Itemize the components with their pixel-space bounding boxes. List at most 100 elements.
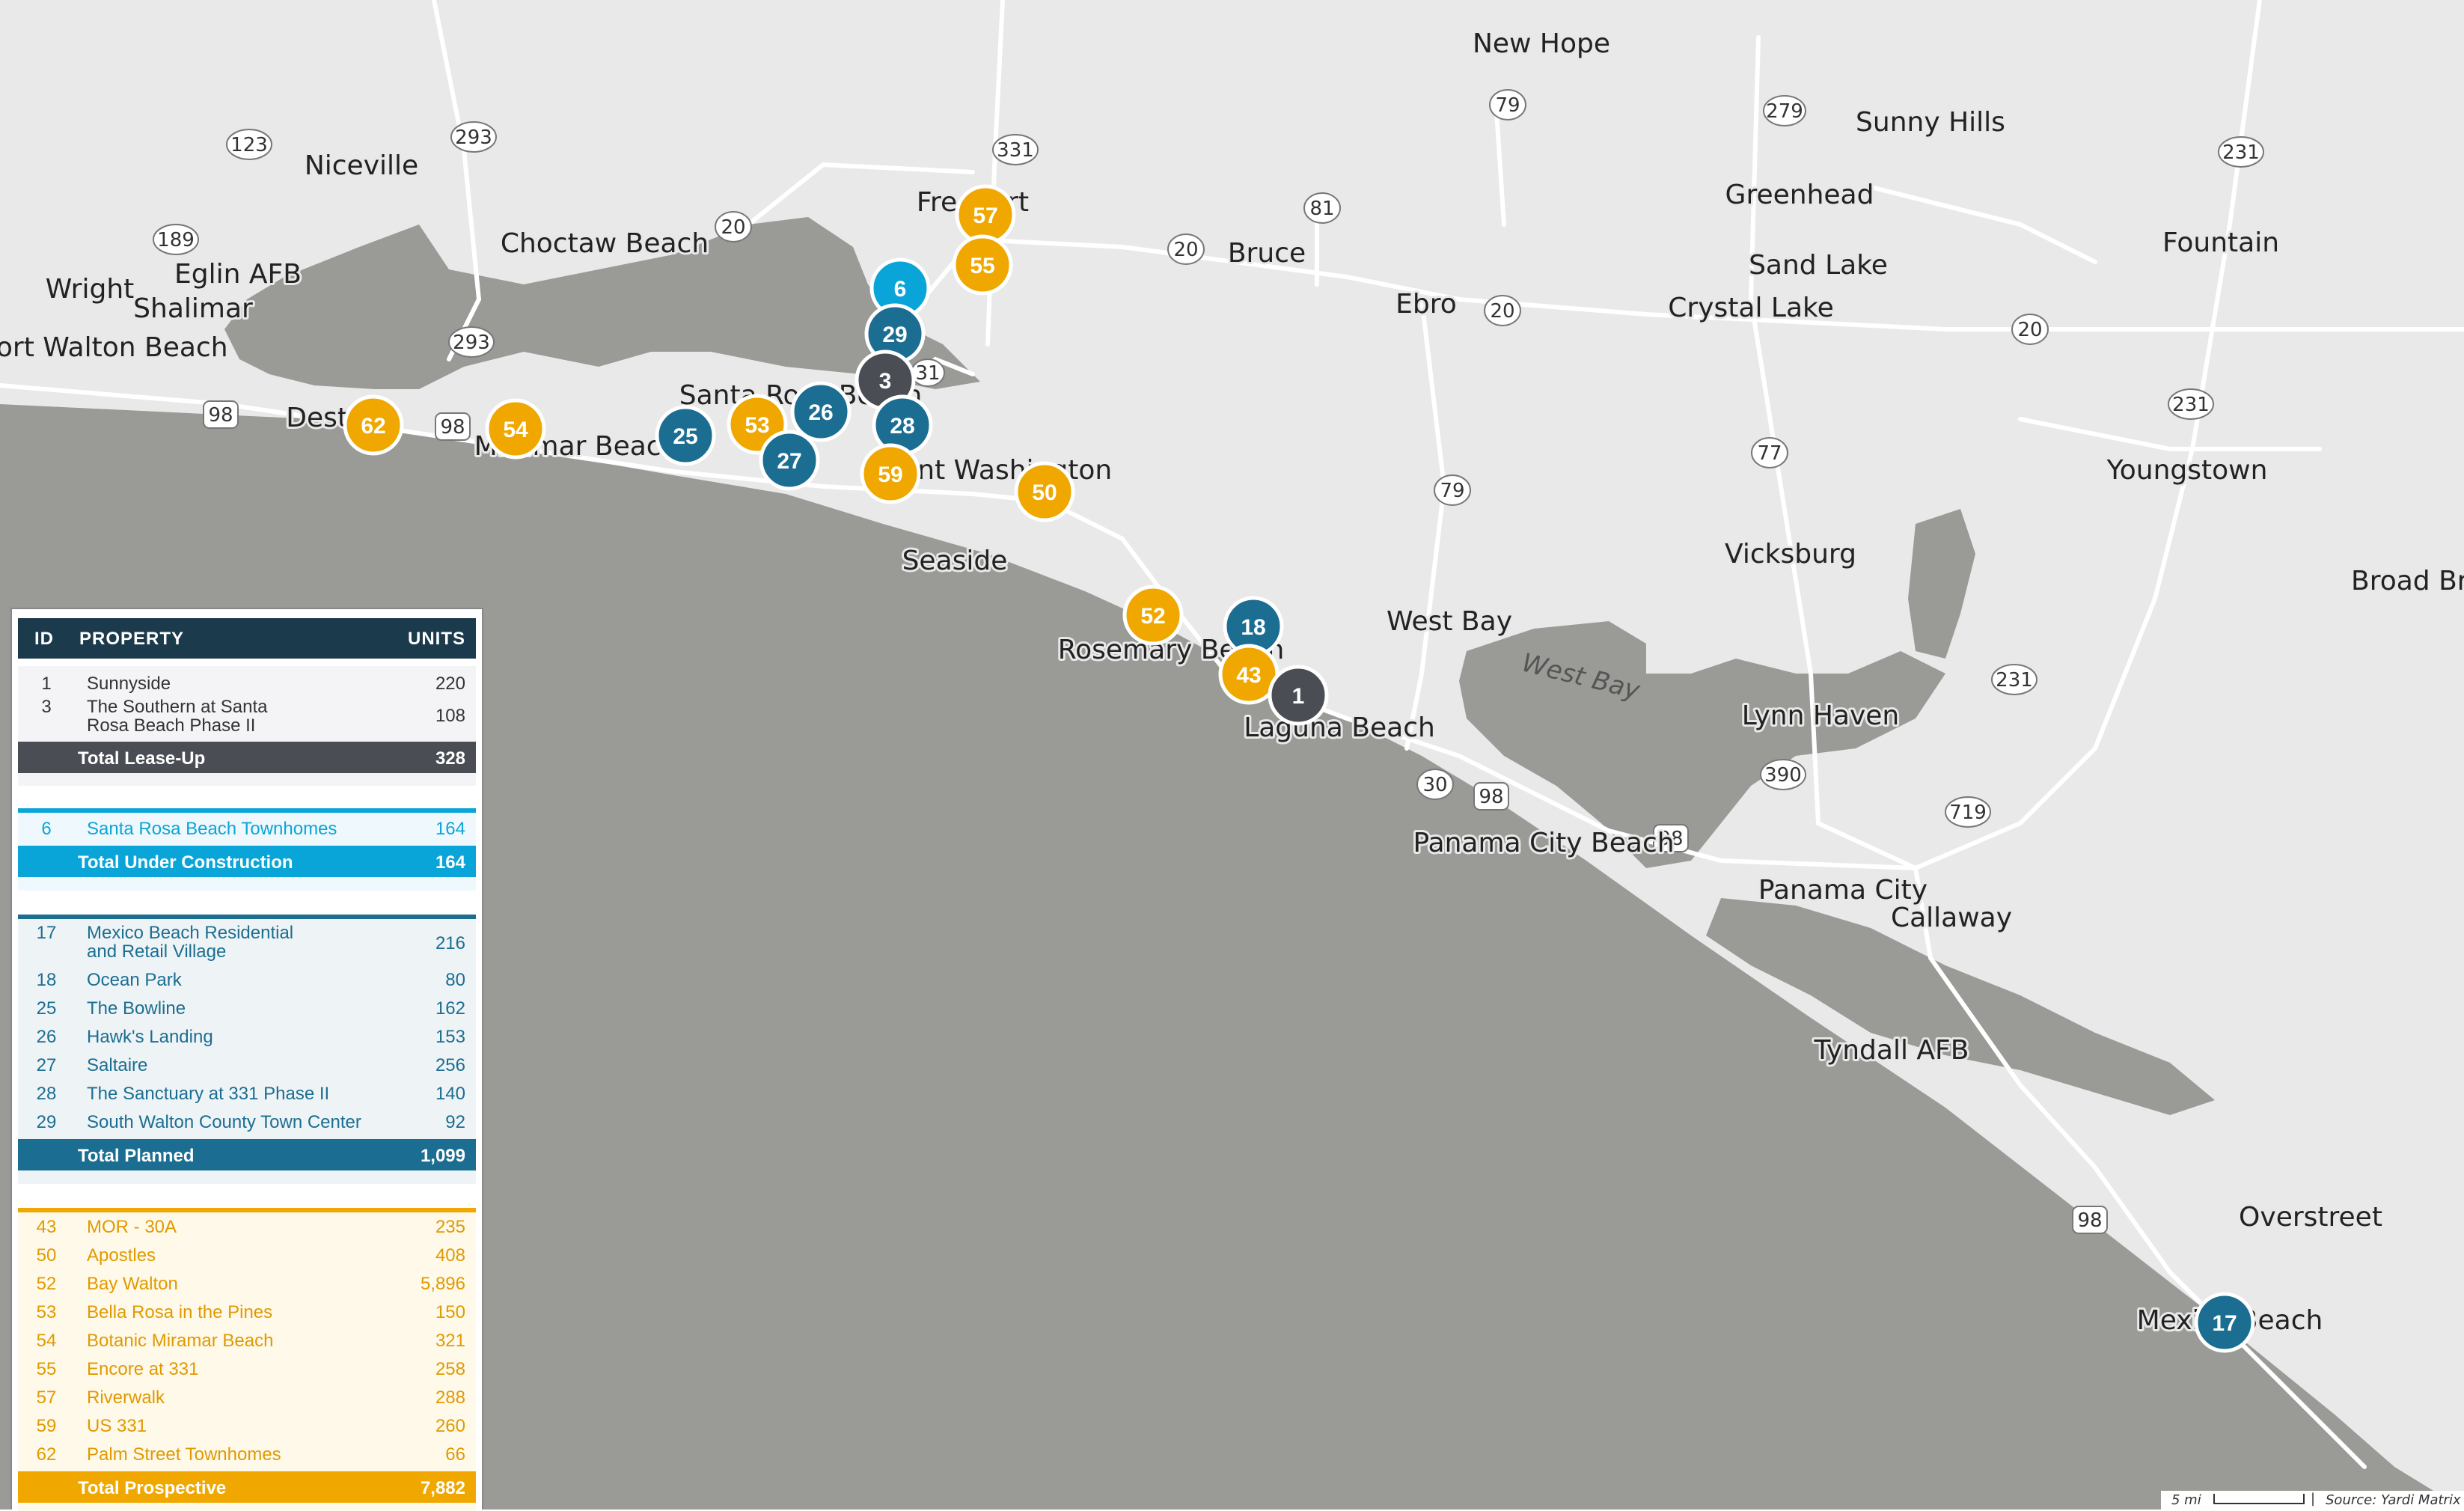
place-label: Broad Br — [2351, 566, 2464, 596]
pin-label: 6 — [894, 277, 907, 302]
svg-text:98: 98 — [1479, 786, 1503, 808]
property-pin-50[interactable]: 50 — [1014, 461, 1075, 522]
pin-marker[interactable] — [790, 381, 852, 442]
row-units: 164 — [435, 819, 465, 839]
property-pin-55[interactable]: 55 — [952, 234, 1013, 296]
pin-marker[interactable] — [655, 405, 716, 466]
property-pin-29[interactable]: 29 — [864, 303, 926, 364]
pin-marker[interactable] — [1122, 584, 1184, 646]
total-label: Total Lease-Up — [78, 748, 206, 769]
svg-text:20: 20 — [721, 216, 745, 239]
pin-marker[interactable] — [952, 234, 1013, 296]
highway-shield: 77 — [1751, 437, 1788, 468]
svg-text:293: 293 — [455, 126, 492, 149]
total-row: Total Prospective 7,882 — [18, 1471, 476, 1503]
property-pin-3[interactable]: 3 — [855, 349, 916, 411]
svg-text:77: 77 — [1757, 442, 1782, 465]
section-under-construction: 6 Santa Rosa Beach Townhomes 164 Total U… — [18, 808, 476, 891]
highway-shield: 189 — [153, 224, 199, 255]
row-name: US 331 — [87, 1416, 147, 1436]
row-units: 256 — [435, 1055, 465, 1075]
row-name: Riverwalk — [87, 1388, 165, 1408]
place-label: Crystal Lake — [1668, 293, 1833, 323]
total-row: Total Under Construction 164 — [18, 846, 476, 877]
highway-shield: 231 — [2218, 136, 2264, 168]
property-pin-57[interactable]: 57 — [955, 184, 1016, 245]
row-name: Botanic Miramar Beach — [87, 1331, 274, 1351]
scale-bar: 5 mi | Source: Yardi Matrix — [2161, 1491, 2464, 1510]
property-pin-28[interactable]: 28 — [872, 394, 933, 456]
row-id: 17 — [36, 923, 57, 943]
svg-text:331: 331 — [997, 139, 1034, 162]
place-label: New Hope — [1473, 28, 1610, 59]
svg-text:98: 98 — [208, 404, 233, 427]
total-value: 7,882 — [420, 1478, 465, 1498]
pin-label: 29 — [882, 323, 907, 347]
highway-shield: 231 — [2168, 388, 2214, 420]
svg-text:30: 30 — [1422, 774, 1447, 796]
place-label: Sunny Hills — [1856, 107, 2005, 138]
highway-shield: 20 — [2011, 314, 2049, 345]
property-pin-43[interactable]: 43 — [1218, 644, 1280, 705]
pin-marker[interactable] — [485, 398, 546, 460]
property-pin-62[interactable]: 62 — [343, 394, 404, 456]
place-label: Lynn Haven — [1742, 700, 1900, 731]
total-label: Total Under Construction — [78, 852, 293, 873]
pin-label: 28 — [890, 414, 914, 439]
total-row: Total Planned 1,099 — [18, 1139, 476, 1170]
section-lease-up: 1 Sunnyside 220 3 The Southern at Santa … — [18, 666, 476, 786]
pin-marker[interactable] — [343, 394, 404, 456]
pin-marker[interactable] — [759, 430, 820, 491]
property-pin-27[interactable]: 27 — [759, 430, 820, 491]
pin-marker[interactable] — [2194, 1292, 2255, 1353]
row-units: 288 — [435, 1388, 465, 1408]
pin-label: 27 — [777, 449, 801, 474]
header-id: ID — [34, 629, 54, 649]
row-units: 162 — [435, 998, 465, 1019]
highway-shield: 31 — [911, 358, 945, 387]
place-label: Tyndall AFB — [1814, 1035, 1969, 1066]
row-units: 66 — [445, 1444, 465, 1465]
total-value: 328 — [435, 748, 465, 769]
property-pin-52[interactable]: 52 — [1122, 584, 1184, 646]
svg-text:20: 20 — [2017, 319, 2042, 341]
row-id: 57 — [36, 1388, 57, 1408]
property-pin-59[interactable]: 59 — [860, 443, 921, 504]
highway-shield: 279 — [1763, 95, 1806, 126]
section-bar — [18, 1208, 476, 1212]
property-pin-1[interactable]: 1 — [1268, 665, 1329, 726]
place-label: Shalimar — [133, 293, 253, 324]
svg-text:123: 123 — [230, 134, 268, 156]
total-label: Total Prospective — [78, 1478, 227, 1498]
row-id: 54 — [36, 1331, 57, 1351]
highway-shield: 331 — [992, 134, 1039, 165]
pin-label: 54 — [503, 418, 528, 442]
place-label: Bruce — [1228, 238, 1306, 269]
place-label: Panama City Beach — [1413, 828, 1674, 858]
row-name: MOR - 30A — [87, 1217, 177, 1237]
row-name: Mexico Beach Residential and Retail Vill… — [87, 923, 294, 962]
row-name: Apostles — [87, 1245, 156, 1266]
gulf-water — [0, 404, 2464, 1510]
property-pin-54[interactable]: 54 — [485, 398, 546, 460]
highway-shield: 98 — [1653, 824, 1689, 852]
row-units: 220 — [435, 674, 465, 694]
place-label: Laguna Beach — [1244, 712, 1435, 743]
pin-marker[interactable] — [1268, 665, 1329, 726]
place-label: Vicksburg — [1725, 539, 1856, 570]
scale-label: 5 mi — [2171, 1492, 2201, 1508]
highway-shield: 123 — [226, 129, 272, 160]
property-pin-26[interactable]: 26 — [790, 381, 852, 442]
svg-text:79: 79 — [1495, 94, 1520, 117]
highway-shield: 390 — [1760, 759, 1806, 790]
pin-label: 25 — [673, 424, 697, 449]
highway-shield: 231 — [1991, 664, 2037, 695]
section-bar — [18, 808, 476, 813]
pin-marker[interactable] — [1014, 461, 1075, 522]
property-pin-25[interactable]: 25 — [655, 405, 716, 466]
svg-text:20: 20 — [1490, 300, 1514, 323]
pin-marker[interactable] — [860, 443, 921, 504]
property-pin-17[interactable]: 17 — [2194, 1292, 2255, 1353]
